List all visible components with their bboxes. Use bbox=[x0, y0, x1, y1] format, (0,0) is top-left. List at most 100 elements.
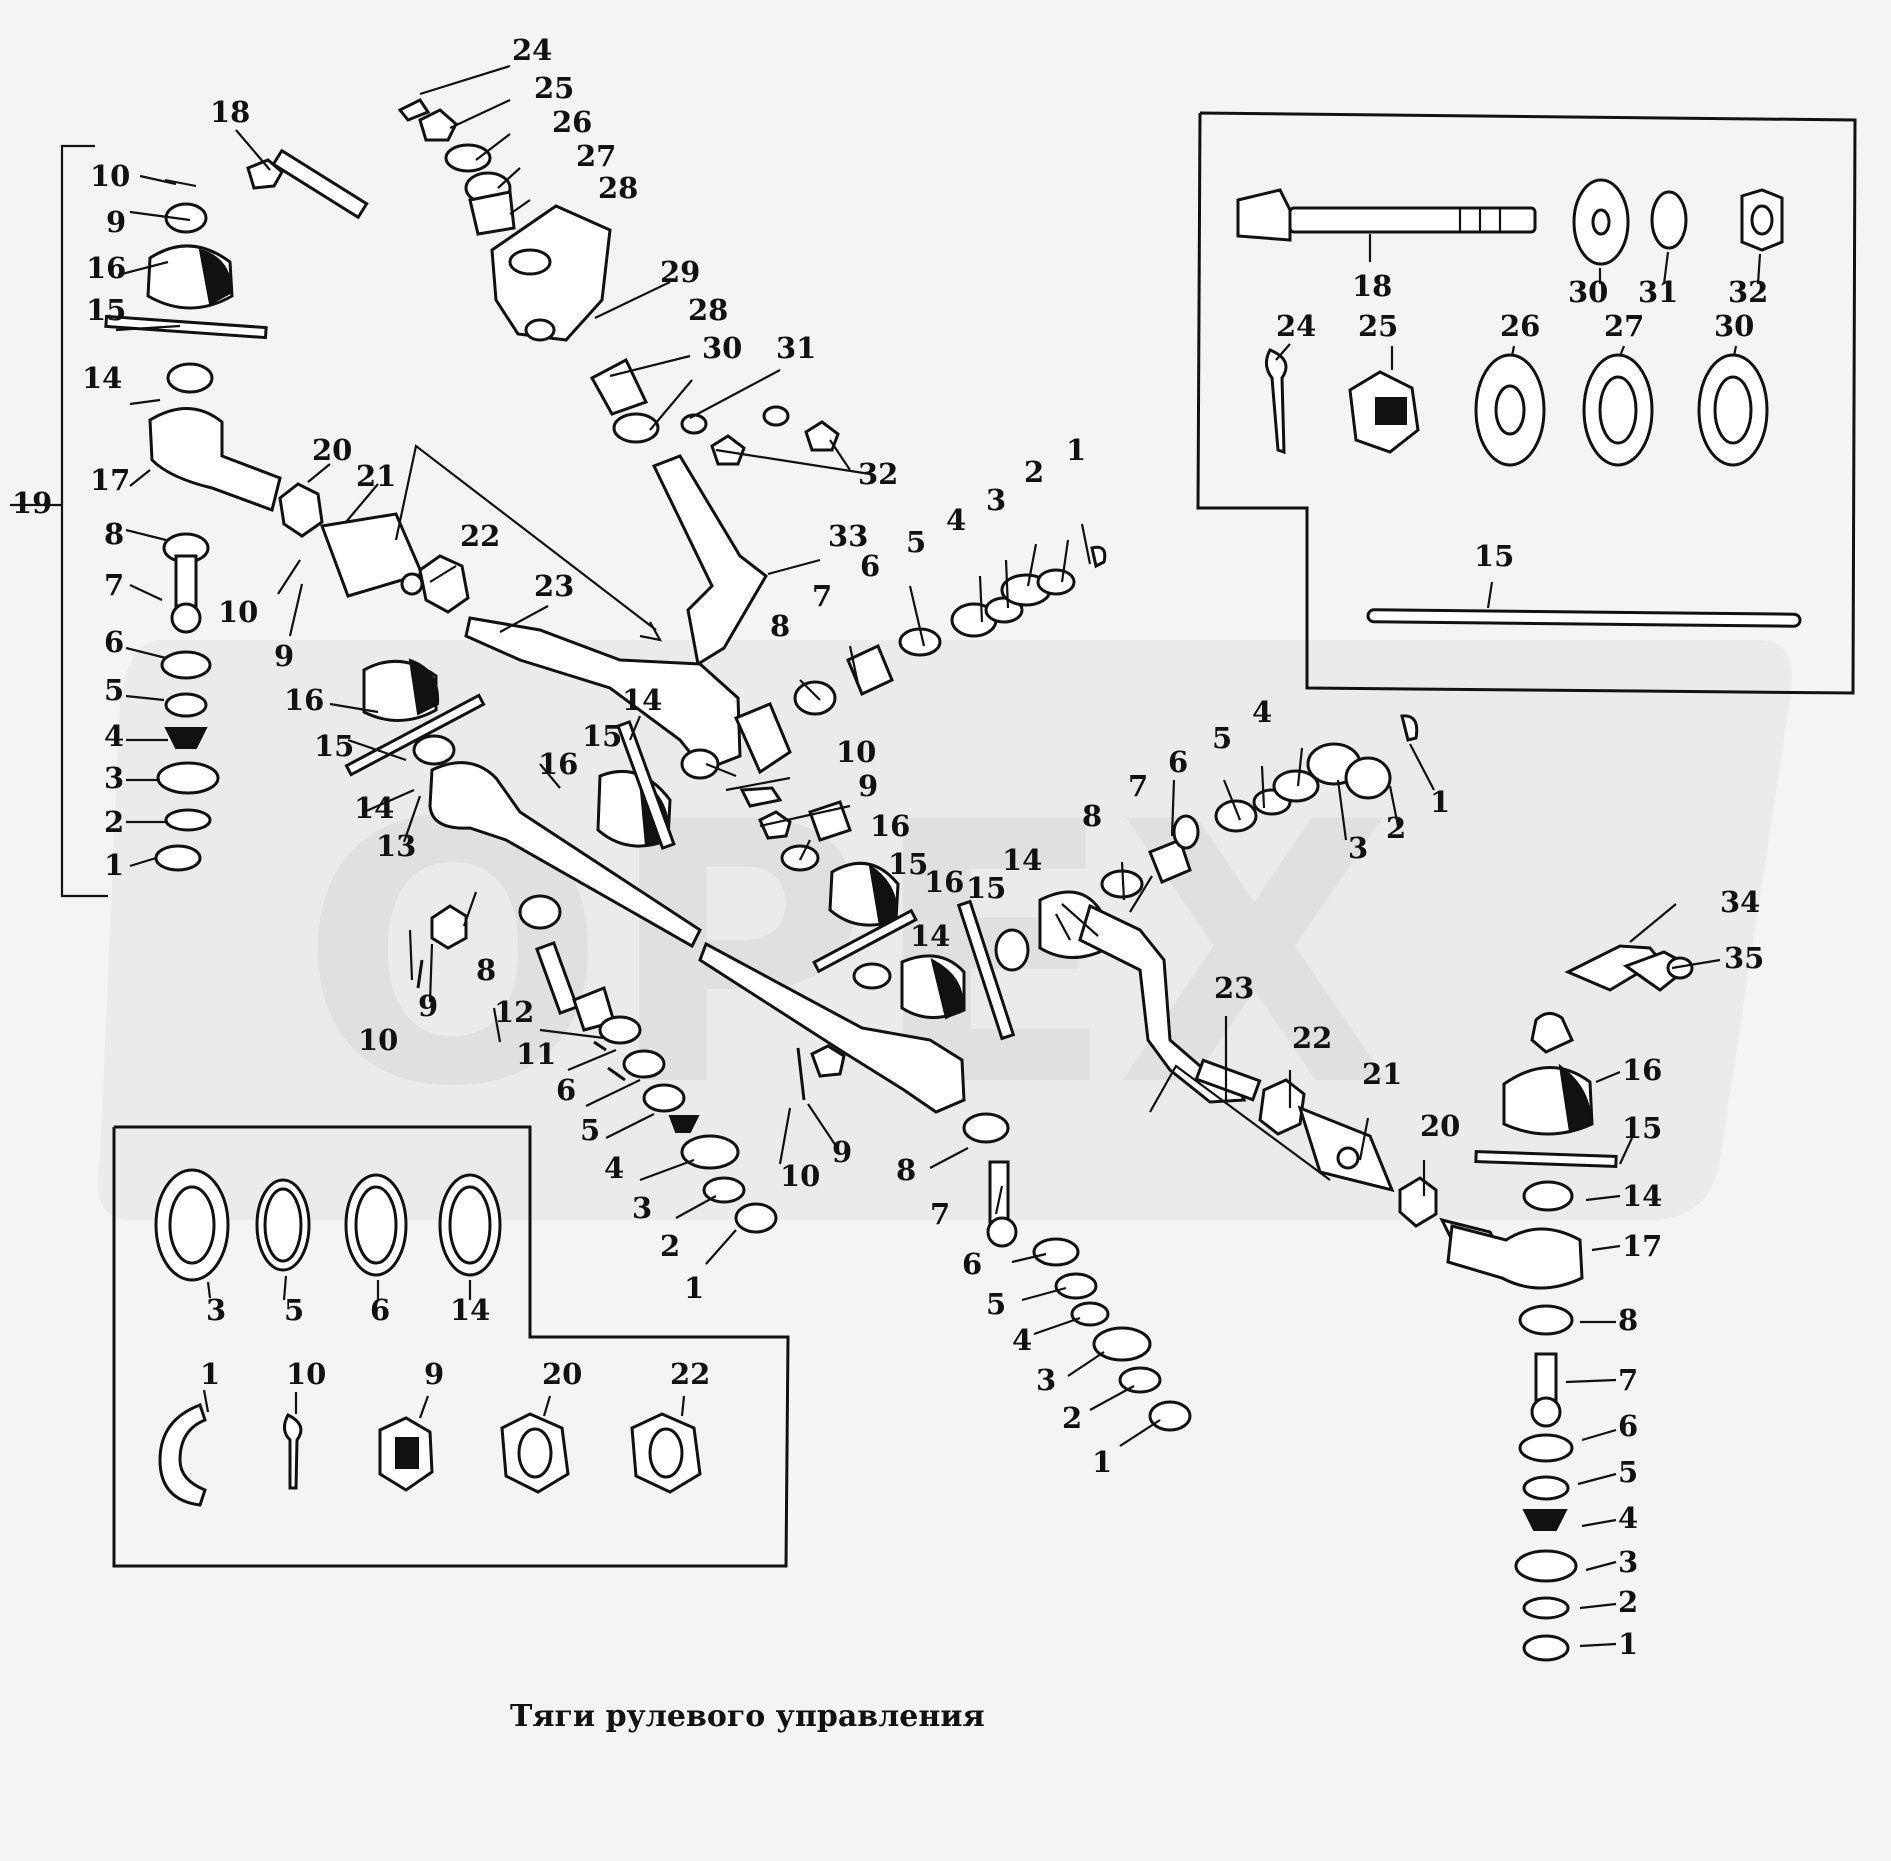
left-tie-rod-parts bbox=[278, 482, 1107, 949]
callout-7b: 7 bbox=[812, 579, 832, 613]
callout-5b: 5 bbox=[906, 525, 926, 559]
inset-callout-25: 25 bbox=[1358, 309, 1398, 343]
callout-8f: 8 bbox=[1618, 1303, 1638, 1337]
callout-2b: 2 bbox=[1024, 455, 1044, 489]
inset-bottom-parts bbox=[154, 1168, 702, 1507]
callout-16d: 16 bbox=[870, 809, 910, 843]
callout-4d: 4 bbox=[1012, 1323, 1032, 1357]
callout-25: 25 bbox=[534, 71, 574, 105]
callout-3b: 3 bbox=[986, 483, 1006, 517]
callout-5e: 5 bbox=[1212, 721, 1232, 755]
callout-6f: 6 bbox=[1618, 1409, 1638, 1443]
callout-5f: 5 bbox=[1618, 1455, 1638, 1489]
inset-clip-1 bbox=[158, 1403, 207, 1507]
callout-31: 31 bbox=[776, 331, 816, 365]
callout-17: 17 bbox=[90, 463, 130, 497]
callout-1: 1 bbox=[104, 848, 124, 882]
callout-15b: 15 bbox=[314, 729, 354, 763]
callout-14d: 14 bbox=[1002, 843, 1042, 877]
callout-2c: 2 bbox=[660, 1229, 680, 1263]
callout-6: 6 bbox=[104, 625, 124, 659]
callout-10c: 10 bbox=[836, 735, 876, 769]
callout-6c: 6 bbox=[556, 1073, 576, 1107]
inset-callout-24: 24 bbox=[1276, 309, 1316, 343]
callout-12: 12 bbox=[494, 995, 534, 1029]
callout-15: 15 bbox=[86, 293, 126, 327]
inset-cotter-pin-24 bbox=[1265, 348, 1288, 455]
callout-3: 3 bbox=[104, 761, 124, 795]
callout-13: 13 bbox=[376, 829, 416, 863]
callout-4b: 4 bbox=[946, 503, 966, 537]
callout-1c: 1 bbox=[684, 1271, 704, 1305]
callout-26: 26 bbox=[552, 105, 592, 139]
inset-lock-washer-31 bbox=[1650, 190, 1688, 250]
callout-16b: 16 bbox=[284, 683, 324, 717]
inset-cotter-10 bbox=[283, 1413, 303, 1490]
callout-10e: 10 bbox=[780, 1159, 820, 1193]
callout-5c: 5 bbox=[580, 1113, 600, 1147]
callout-9: 9 bbox=[106, 205, 126, 239]
callout-20: 20 bbox=[312, 433, 352, 467]
inset-top-parts bbox=[1236, 178, 1802, 628]
callout-32: 32 bbox=[858, 457, 898, 491]
callout-1f: 1 bbox=[1618, 1627, 1638, 1661]
callout-4f: 4 bbox=[1618, 1501, 1638, 1535]
callout-29: 29 bbox=[660, 255, 700, 289]
callout-17b: 17 bbox=[1622, 1229, 1662, 1263]
callout-5d: 5 bbox=[986, 1287, 1006, 1321]
callout-16e: 16 bbox=[924, 865, 964, 899]
callout-14b: 14 bbox=[354, 791, 394, 825]
inset-callout-30b: 30 bbox=[1714, 309, 1754, 343]
inset-frame-bottom-left bbox=[112, 1125, 790, 1568]
callout-16: 16 bbox=[86, 251, 126, 285]
callout-28b: 28 bbox=[688, 293, 728, 327]
callout-2d: 2 bbox=[1062, 1401, 1082, 1435]
upper-assembly-parts bbox=[246, 98, 840, 667]
callout-35: 35 bbox=[1724, 941, 1764, 975]
callout-10d: 10 bbox=[358, 1023, 398, 1057]
callout-4e: 4 bbox=[1252, 695, 1272, 729]
callout-30: 30 bbox=[702, 331, 742, 365]
callout-14c: 14 bbox=[622, 683, 662, 717]
callout-23b: 23 bbox=[1214, 971, 1254, 1005]
callout-14: 14 bbox=[82, 361, 122, 395]
callout-34: 34 bbox=[1720, 885, 1760, 919]
leader-lines bbox=[115, 64, 1762, 1648]
callout-18: 18 bbox=[210, 95, 250, 129]
inset-frame-top-right bbox=[1196, 111, 1857, 695]
callout-24: 24 bbox=[512, 33, 552, 67]
callout-6e: 6 bbox=[1168, 745, 1188, 779]
left-stack-parts bbox=[104, 179, 282, 872]
callout-4c: 4 bbox=[604, 1151, 624, 1185]
callout-14e: 14 bbox=[910, 919, 950, 953]
callout-19: 19 bbox=[12, 486, 52, 520]
callouts: 24 25 26 27 28 29 28 30 31 32 33 18 19 1… bbox=[12, 33, 1768, 1661]
callout-21: 21 bbox=[356, 459, 396, 493]
callout-3f: 3 bbox=[1618, 1545, 1638, 1579]
callout-15e: 15 bbox=[966, 871, 1006, 905]
callout-22b: 22 bbox=[1292, 1021, 1332, 1055]
callout-8c: 8 bbox=[476, 953, 496, 987]
callout-14f: 14 bbox=[1622, 1179, 1662, 1213]
callout-6b: 6 bbox=[860, 549, 880, 583]
callout-3d: 3 bbox=[1036, 1363, 1056, 1397]
inset-callout-31: 31 bbox=[1638, 275, 1678, 309]
callout-28: 28 bbox=[598, 171, 638, 205]
callout-5: 5 bbox=[104, 673, 124, 707]
callout-23: 23 bbox=[534, 569, 574, 603]
callout-7e: 7 bbox=[1618, 1363, 1638, 1397]
callout-9e: 9 bbox=[832, 1135, 852, 1169]
inset-rod-15 bbox=[1366, 608, 1802, 628]
inset-callout-14: 14 bbox=[450, 1293, 490, 1327]
callout-1e: 1 bbox=[1430, 785, 1450, 819]
callout-10b: 10 bbox=[218, 595, 258, 629]
callout-2f: 2 bbox=[1618, 1585, 1638, 1619]
callout-21b: 21 bbox=[1362, 1057, 1402, 1091]
callout-27: 27 bbox=[576, 139, 616, 173]
callout-10: 10 bbox=[90, 159, 130, 193]
inset-callout-18: 18 bbox=[1352, 269, 1392, 303]
callout-8: 8 bbox=[104, 517, 124, 551]
inset-callout-15: 15 bbox=[1474, 539, 1514, 573]
inset-callout-6: 6 bbox=[370, 1293, 390, 1327]
right-tie-rod-parts bbox=[1038, 714, 1694, 1662]
